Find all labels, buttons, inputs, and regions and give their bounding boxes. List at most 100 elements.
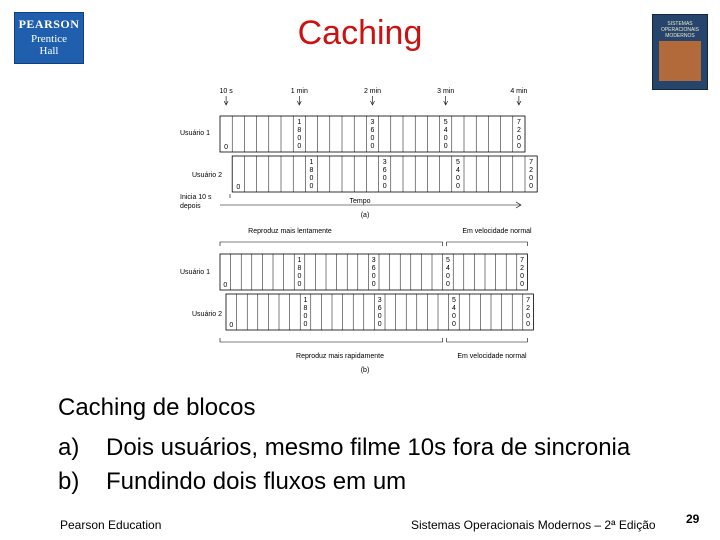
caption-heading: Caching de blocos [58,394,255,422]
part-a-user1-strip-block-number-digit: 6 [371,127,375,134]
list-item-b-marker: b) [58,468,79,496]
part-b-user1-strip-block-number-digit: 0 [372,281,376,288]
part-a-user2-strip-block-number-digit: 0 [383,183,387,190]
part-a-user1-strip-block-number-digit: 0 [371,135,375,142]
top-brace-left-label: Reproduz mais lentamente [248,228,332,235]
part-b-user2-strip-block-number-digit: 6 [378,305,382,312]
part-a-user1-strip-block-number-digit: 0 [297,135,301,142]
bottom-brace-left-label: Reproduz mais rapidamente [296,353,384,360]
part-b-user2-strip-block-number: 0 [229,322,233,329]
bottom-brace-fast [220,338,443,342]
part-a-user1-strip-block-number-digit: 0 [371,143,375,150]
part-a-user2-strip-block-number-digit: 8 [310,167,314,174]
time-mark-label: 2 min [364,88,381,95]
part-a-start-note-line1: Inicia 10 s [180,194,212,201]
part-a-user2-strip-block-number-digit: 0 [529,175,533,182]
time-mark-label: 1 min [291,88,308,95]
bottom-brace-right-label: Em velocidade normal [457,353,527,360]
book-cover-image: SISTEMAS OPERACIONAIS MODERNOS [652,14,708,90]
part-b-user1-strip-block-number-digit: 0 [520,281,524,288]
list-item-a-marker: a) [58,434,79,462]
part-a-user1-strip-block-number-digit: 0 [444,135,448,142]
time-mark-label: 3 min [437,88,454,95]
part-a-user1-strip-block-number-digit: 4 [444,127,448,134]
part-a-user2-strip-block-number-digit: 0 [310,175,314,182]
part-b-user1-strip-block-number: 0 [223,282,227,289]
part-b-user2-strip-block-number-digit: 4 [452,305,456,312]
part-b-user1-strip-block-number-digit: 0 [298,273,302,280]
part-a-user2-strip-block-number-digit: 1 [310,159,314,166]
time-axis-label: Tempo [349,198,370,205]
part-a-label: (a) [361,212,370,219]
part-b-user1-strip-block-number-digit: 0 [520,273,524,280]
book-cover-title: SISTEMAS OPERACIONAIS MODERNOS [656,21,704,39]
top-brace-right-label: Em velocidade normal [462,228,532,235]
part-b-user2-strip-block-number-digit: 0 [452,321,456,328]
figure-part-b: Reproduz mais lentamente Em velocidade no… [180,228,533,374]
part-a-user2-strip-block-number-digit: 6 [383,167,387,174]
part-b-user2-strip-block-number-digit: 2 [526,305,530,312]
part-b-user1-strip-block-number-digit: 0 [446,273,450,280]
time-mark-label: 10 s [219,88,233,95]
part-b-user1-strip-block-number-digit: 2 [520,265,524,272]
part-a-user1-strip-block-number-digit: 2 [517,127,521,134]
part-a-user1-strip-block-number-digit: 8 [297,127,301,134]
part-a-user1-label: Usuário 1 [180,130,210,137]
part-b-label: (b) [361,367,370,374]
book-cover-art [659,41,701,81]
list-item-b-text: Fundindo dois fluxos em um [106,468,406,496]
part-b-user1-strip-block-number-digit: 5 [446,257,450,264]
part-b-user1-strip-block-number-digit: 3 [372,257,376,264]
top-brace-normal [447,242,528,246]
part-a-user1-strip-block-number-digit: 3 [371,119,375,126]
part-a-user1-strip-block-number-digit: 0 [517,143,521,150]
page-number: 29 [686,512,699,526]
time-mark-label: 4 min [510,88,527,95]
part-b-user1-strip-block-number-digit: 0 [372,273,376,280]
part-b-user1-strip-block-number-digit: 8 [298,265,302,272]
part-a-user2-strip-block-number-digit: 3 [383,159,387,166]
part-a-user1-strip-block-number-digit: 0 [517,135,521,142]
part-b-user1-strip-block-number-digit: 1 [298,257,302,264]
part-b-user2-strip-block-number-digit: 0 [378,313,382,320]
slide-title: Caching [0,14,720,53]
part-b-user2-strip-block-number-digit: 0 [304,313,308,320]
part-a-user2-strip-block-number-digit: 0 [456,183,460,190]
part-b-user1-strip-block-number-digit: 4 [446,265,450,272]
part-b-user2-strip-block-number-digit: 0 [526,321,530,328]
part-a-user2-strip-block-number-digit: 0 [383,175,387,182]
part-a-user2-strip-block-number-digit: 4 [456,167,460,174]
part-b-user2-strip-block-number-digit: 7 [526,297,530,304]
part-a-user1-strip-block-number: 0 [224,144,228,151]
footer-publisher: Pearson Education [60,518,161,532]
part-a-user2-strip-block-number-digit: 2 [529,167,533,174]
part-b-user2-strip-block-number-digit: 0 [452,313,456,320]
part-a-user2-strip-block-number: 0 [236,184,240,191]
part-a-user1-strip-block-number-digit: 1 [297,119,301,126]
part-a-user2-label: Usuário 2 [192,172,222,179]
part-a-user1-strip-block-number-digit: 0 [297,143,301,150]
part-b-user1-strip-block-number-digit: 0 [298,281,302,288]
part-a-user1-strip-block-number-digit: 7 [517,119,521,126]
part-b-user1-strip-block-number-digit: 0 [446,281,450,288]
list-item-a-text: Dois usuários, mesmo filme 10s fora de s… [106,434,630,462]
part-b-user1-label: Usuário 1 [180,269,210,276]
part-a-user1-strip-block-number-digit: 5 [444,119,448,126]
part-b-user2-strip-block-number-digit: 0 [378,321,382,328]
part-b-user2-strip-block-number-digit: 8 [304,305,308,312]
top-brace-slow [220,242,443,246]
part-b-user2-strip-block-number-digit: 5 [452,297,456,304]
part-b-user1-strip-block-number-digit: 7 [520,257,524,264]
part-b-user2-strip-block-number-digit: 0 [526,313,530,320]
part-b-user1-strip-block-number-digit: 6 [372,265,376,272]
part-a-user2-strip-block-number-digit: 0 [456,175,460,182]
part-a-user2-strip-block-number-digit: 0 [310,183,314,190]
part-a-user2-strip-block-number-digit: 5 [456,159,460,166]
part-b-user2-strip-block-number-digit: 0 [304,321,308,328]
footer-book-title: Sistemas Operacionais Modernos – 2ª Ediç… [411,518,656,532]
part-b-user2-strip-block-number-digit: 3 [378,297,382,304]
bottom-brace-normal [447,338,528,342]
part-a-start-note-line2: depois [180,203,201,210]
